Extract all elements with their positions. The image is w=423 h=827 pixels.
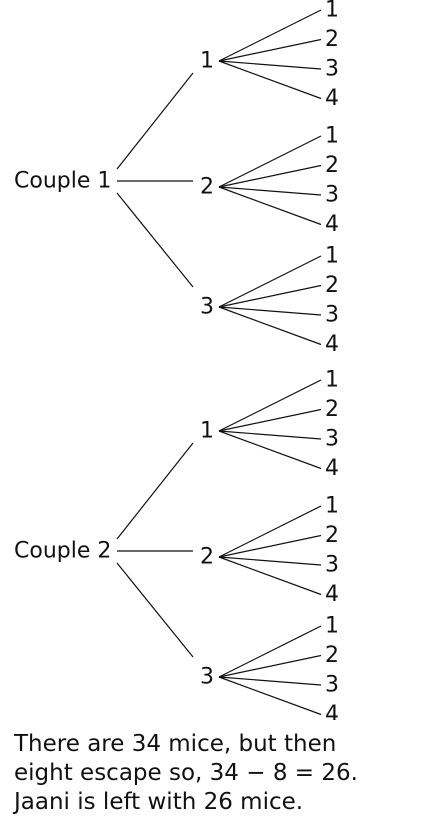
branch-to-leaf-line — [218, 255, 322, 308]
leaf-label: 2 — [325, 27, 339, 52]
branch-to-leaf-line — [218, 306, 322, 316]
branch-to-leaf-line — [218, 430, 322, 440]
branch-to-leaf-line — [218, 505, 322, 558]
leaf-label: 1 — [325, 614, 339, 639]
leaf-label: 3 — [325, 427, 339, 452]
leaf-label: 3 — [325, 553, 339, 578]
branch-to-leaf-line — [218, 186, 322, 196]
leaf-label: 2 — [325, 643, 339, 668]
branch-to-leaf-line — [218, 135, 322, 188]
branch-to-leaf-line — [218, 60, 322, 70]
leaf-label: 4 — [325, 456, 339, 481]
leaf-label: 1 — [325, 0, 339, 23]
branch-to-leaf-line — [218, 9, 322, 62]
leaf-label: 3 — [325, 673, 339, 698]
tree-root-label: Couple 2 — [14, 539, 111, 564]
branch-to-leaf-line — [218, 430, 322, 470]
branch-to-leaf-line — [218, 284, 322, 308]
root-to-branch-line — [116, 72, 194, 170]
leaf-label: 4 — [325, 332, 339, 357]
explanation-line-3: Jaani is left with 26 mice. — [14, 789, 304, 815]
leaf-label: 4 — [325, 212, 339, 237]
explanation-text: There are 34 mice, but then eight escape… — [14, 730, 414, 817]
branch-to-leaf-line — [218, 625, 322, 678]
branch-to-leaf-line — [218, 676, 322, 716]
root-to-branch-line — [116, 442, 194, 540]
branch-to-leaf-line — [218, 306, 322, 346]
branch-to-leaf-line — [218, 654, 322, 678]
leaf-label: 1 — [325, 494, 339, 519]
tree-root-label: Couple 1 — [14, 169, 111, 194]
branch-to-leaf-line — [218, 38, 322, 62]
branch-to-leaf-line — [218, 379, 322, 432]
branch-label: 1 — [200, 419, 214, 444]
branch-label: 3 — [200, 665, 214, 690]
root-to-branch-line — [116, 562, 194, 658]
branch-to-leaf-line — [218, 676, 322, 686]
leaf-label: 3 — [325, 303, 339, 328]
leaf-label: 3 — [325, 57, 339, 82]
leaf-label: 1 — [325, 368, 339, 393]
branch-label: 1 — [200, 49, 214, 74]
explanation-line-2: eight escape so, 34 − 8 = 26. — [14, 760, 358, 786]
branch-label: 2 — [200, 545, 214, 570]
leaf-label: 2 — [325, 523, 339, 548]
leaf-label: 3 — [325, 183, 339, 208]
leaf-label: 2 — [325, 397, 339, 422]
branch-to-leaf-line — [218, 534, 322, 558]
branch-to-leaf-line — [218, 60, 322, 100]
root-to-branch-line — [116, 192, 194, 288]
leaf-label: 4 — [325, 702, 339, 720]
leaf-label: 2 — [325, 273, 339, 298]
leaf-label: 1 — [325, 244, 339, 269]
branch-label: 2 — [200, 175, 214, 200]
branch-label: 3 — [200, 295, 214, 320]
leaf-label: 2 — [325, 153, 339, 178]
leaf-label: 4 — [325, 582, 339, 607]
branch-to-leaf-line — [218, 186, 322, 226]
leaf-label: 1 — [325, 124, 339, 149]
branch-to-leaf-line — [218, 408, 322, 432]
explanation-line-1: There are 34 mice, but then — [14, 731, 337, 757]
branch-to-leaf-line — [218, 556, 322, 596]
branch-to-leaf-line — [218, 164, 322, 188]
branch-to-leaf-line — [218, 556, 322, 566]
leaf-label: 4 — [325, 86, 339, 111]
